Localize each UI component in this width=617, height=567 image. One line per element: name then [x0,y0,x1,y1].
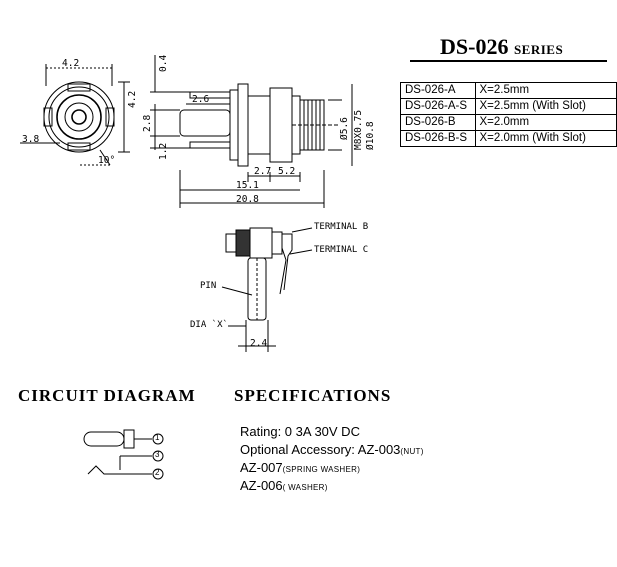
dim-pin-height: 2.8 [142,114,153,132]
spec-accessory-spring-washer: AZ-007(SPRING WASHER) [240,460,361,475]
variant-spec: X=2.0mm [474,114,617,131]
title-underline [410,60,607,62]
table-row: DS-026-A X=2.5mm [400,82,617,99]
label-dia-x: DIA `X` [190,320,228,330]
dim-body-length: 15.1 [236,180,259,191]
dim-pin-width: 2.6 [192,94,210,105]
table-row: DS-026-A-S X=2.5mm (With Slot) [400,98,617,115]
spec-accessory-washer: AZ-006( WASHER) [240,478,328,493]
circuit-node-3: 3 [155,450,160,459]
dim-segment-b: 5.2 [278,166,296,177]
circuit-node-2: 2 [155,468,160,477]
label-pin: PIN [200,281,217,291]
side-view-top [150,55,353,208]
specifications-heading: SPECIFICATIONS [234,386,392,405]
dim-pin-offset: 1.2 [158,142,169,160]
dim-front-offset: 3.8 [22,134,40,145]
dim-outer-diameter: Ø10.8 [365,121,376,150]
variant-code: DS-026-B-S [400,130,476,147]
spec-accessory-nut: Optional Accessory: AZ-003(NUT) [240,442,424,457]
dim-pin-diameter: 2.4 [250,338,268,349]
series-suffix: SERIES [513,42,564,57]
dim-front-width: 4.2 [62,58,80,69]
dim-top-pin: 0.4 [158,54,169,72]
dim-inner-diameter: Ø5.6 [339,117,350,140]
table-row: DS-026-B-S X=2.0mm (With Slot) [400,130,617,147]
circuit-diagram-heading: CIRCUIT DIAGRAM [18,386,196,405]
series-title: DS-026 SERIES [440,34,563,60]
side-view-bottom [221,227,313,352]
variant-spec: X=2.0mm (With Slot) [474,130,617,147]
series-part-number: DS-026 [440,34,509,59]
dim-front-angle: 10° [98,155,116,166]
circuit-node-1: 1 [155,433,160,442]
label-terminal-c: TERMINAL C [314,245,369,255]
variants-table: DS-026-A X=2.5mm DS-026-A-S X=2.5mm (Wit… [400,82,617,147]
dim-front-height: 4.2 [127,90,138,108]
front-view [20,64,130,166]
spec-rating: Rating: 0 3A 30V DC [240,424,360,439]
variant-spec: X=2.5mm [474,82,617,99]
circuit-schematic [83,429,164,480]
dim-segment-a: 2.7 [254,166,272,177]
dim-total-length: 20.8 [236,194,259,205]
variant-spec: X=2.5mm (With Slot) [474,98,617,115]
label-terminal-b: TERMINAL B [314,222,369,232]
dim-thread: M8X0.75 [353,109,364,150]
variant-code: DS-026-A-S [400,98,476,115]
